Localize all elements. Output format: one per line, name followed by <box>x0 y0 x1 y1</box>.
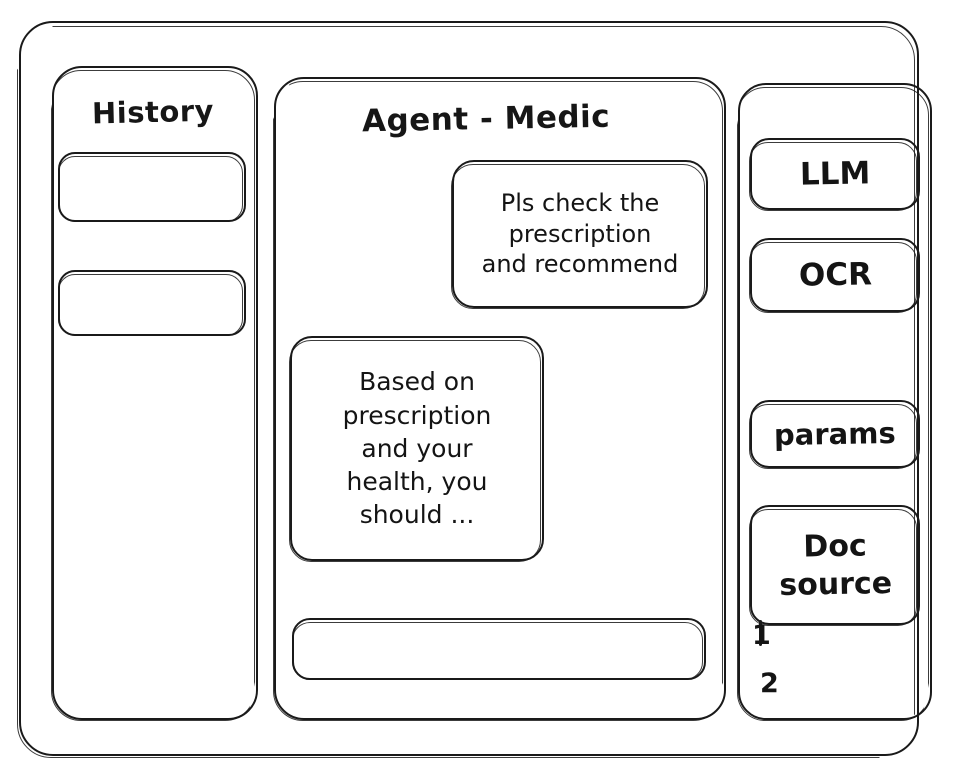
tool-button-label: LLM <box>799 155 871 193</box>
tool-button-label: params <box>773 415 897 452</box>
message-line: and recommend <box>481 250 679 279</box>
assistant-message-bubble: Based on prescription and your health, y… <box>290 336 544 561</box>
history-panel-title: History <box>91 93 215 131</box>
doc-source-list-item[interactable]: 2 <box>760 668 779 699</box>
tool-button-ocr[interactable]: OCR <box>750 238 920 312</box>
message-line: health, you <box>346 467 488 497</box>
user-message-bubble: Pls check the prescription and recommend <box>452 160 708 308</box>
message-line: prescription <box>342 400 492 430</box>
message-line: prescription <box>508 219 652 248</box>
doc-source-connector-line <box>759 620 762 646</box>
tool-button-llm[interactable]: LLM <box>750 138 920 210</box>
tools-panel <box>738 83 932 720</box>
tool-button-label: Doc source <box>778 527 892 602</box>
chat-input[interactable] <box>292 618 706 680</box>
history-item[interactable] <box>58 270 246 336</box>
message-line: Pls check the <box>500 189 660 218</box>
history-panel <box>52 66 258 720</box>
doc-source-list-item[interactable]: 1 <box>752 620 771 651</box>
message-line: Based on <box>359 367 475 397</box>
agent-conversation-panel <box>274 77 726 720</box>
tool-button-label: OCR <box>798 256 872 294</box>
history-item[interactable] <box>58 152 246 222</box>
tool-button-params[interactable]: params <box>750 400 920 468</box>
message-line: and your <box>361 433 473 463</box>
agent-panel-title: Agent - Medic <box>361 98 611 140</box>
tool-button-doc-source[interactable]: Doc source <box>750 505 920 625</box>
message-line: should ... <box>359 500 475 530</box>
